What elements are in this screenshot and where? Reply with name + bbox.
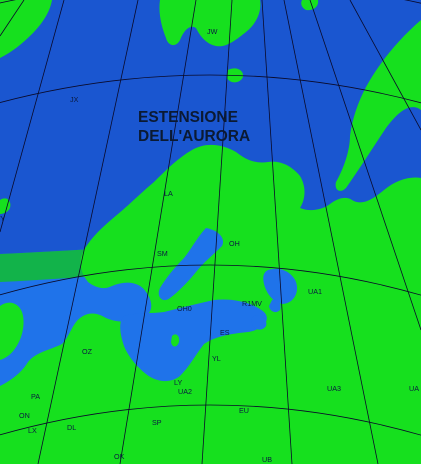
- prefix-label-oh0: OH0: [177, 304, 192, 313]
- prefix-label-ua2: UA2: [178, 387, 192, 396]
- prefix-label-la: LA: [164, 189, 173, 198]
- prefix-label-r1mv: R1MV: [242, 299, 262, 308]
- prefix-label-jx: JX: [70, 95, 79, 104]
- prefix-label-ua: UA: [409, 384, 419, 393]
- prefix-label-es: ES: [220, 328, 230, 337]
- prefix-label-oh: OH: [229, 239, 240, 248]
- lake-ladoga: [251, 315, 267, 330]
- prefix-label-ty: TY: [0, 214, 5, 223]
- great-britain-land: [0, 302, 24, 360]
- prefix-label-dl: DL: [67, 423, 76, 432]
- prefix-label-ok: OK: [114, 452, 125, 461]
- novaya-zemlya-land: [335, 20, 421, 191]
- prefix-label-oz: OZ: [82, 347, 93, 356]
- prefix-label-eu: EU: [239, 406, 249, 415]
- gulf-of-bothnia: [158, 228, 224, 301]
- prefix-label-ua3: UA3: [327, 384, 341, 393]
- gotland-land: [171, 334, 180, 347]
- prefix-label-ly: LY: [174, 378, 182, 387]
- prefix-label-sp: SP: [152, 418, 162, 427]
- baltic-sea: [120, 299, 267, 382]
- parallel-4: [0, 404, 421, 436]
- prefix-label-jw: JW: [207, 27, 218, 36]
- aurora-zone: [0, 0, 421, 254]
- prefix-label-lx: LX: [28, 426, 37, 435]
- greenland-land: [0, 0, 52, 58]
- prefix-label-pa: PA: [31, 392, 40, 401]
- prefix-label-yl: YL: [212, 354, 221, 363]
- svalbard-land: [159, 0, 261, 47]
- prefix-label-ua1: UA1: [308, 287, 322, 296]
- jutland-land: [88, 343, 109, 372]
- prefix-label-ub: UB: [262, 455, 272, 464]
- map-title-line-2: DELL'AURORA: [138, 128, 250, 145]
- prefix-label-on: ON: [19, 411, 30, 420]
- prefix-label-sm: SM: [157, 249, 168, 258]
- parallel-2: [0, 74, 421, 104]
- svalbard-islet-north: [301, 0, 319, 11]
- parallel-3: [0, 264, 421, 296]
- lake-onega: [269, 299, 281, 313]
- map-title-line-1: ESTENSIONE: [138, 109, 238, 126]
